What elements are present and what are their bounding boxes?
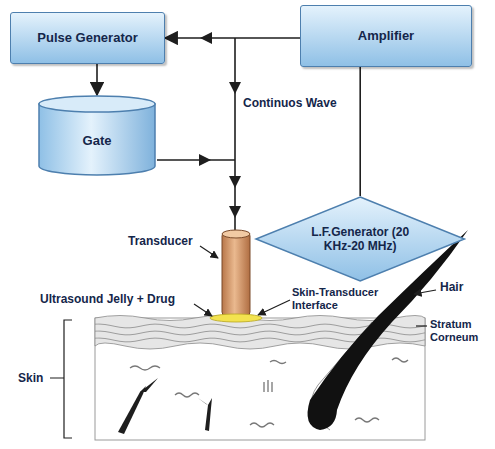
region-label: Skin	[18, 371, 43, 385]
signal-connector	[96, 64, 98, 95]
leader-lines	[50, 246, 436, 438]
part-label: Transducer	[128, 234, 193, 248]
node-text: Gate	[83, 133, 112, 149]
part-label: Ultrasound Jelly + Drug	[40, 292, 175, 306]
part-label: Hair	[440, 280, 463, 294]
signal-label: Continuos Wave	[243, 96, 337, 110]
transducer	[210, 230, 262, 322]
signal-connector	[165, 37, 300, 39]
generator-diamond: L.F.Generator (20 KHz-20 MHz)	[255, 196, 465, 282]
node-text: Pulse Generator	[37, 30, 137, 46]
process-box: Pulse Generator	[10, 12, 165, 64]
process-box: Amplifier	[300, 5, 472, 67]
node-text: Amplifier	[358, 28, 414, 44]
gel-layer	[210, 314, 262, 322]
part-label: Skin-Transducer Interface	[292, 286, 388, 312]
wire-arrowheads	[199, 32, 241, 218]
signal-connector	[359, 67, 361, 196]
signal-wire	[157, 38, 235, 230]
node-text: L.F.Generator (20 KHz-20 MHz)	[304, 225, 416, 254]
layer-label: Stratum Corneum	[430, 318, 492, 344]
gate-cylinder: Gate	[38, 95, 156, 175]
